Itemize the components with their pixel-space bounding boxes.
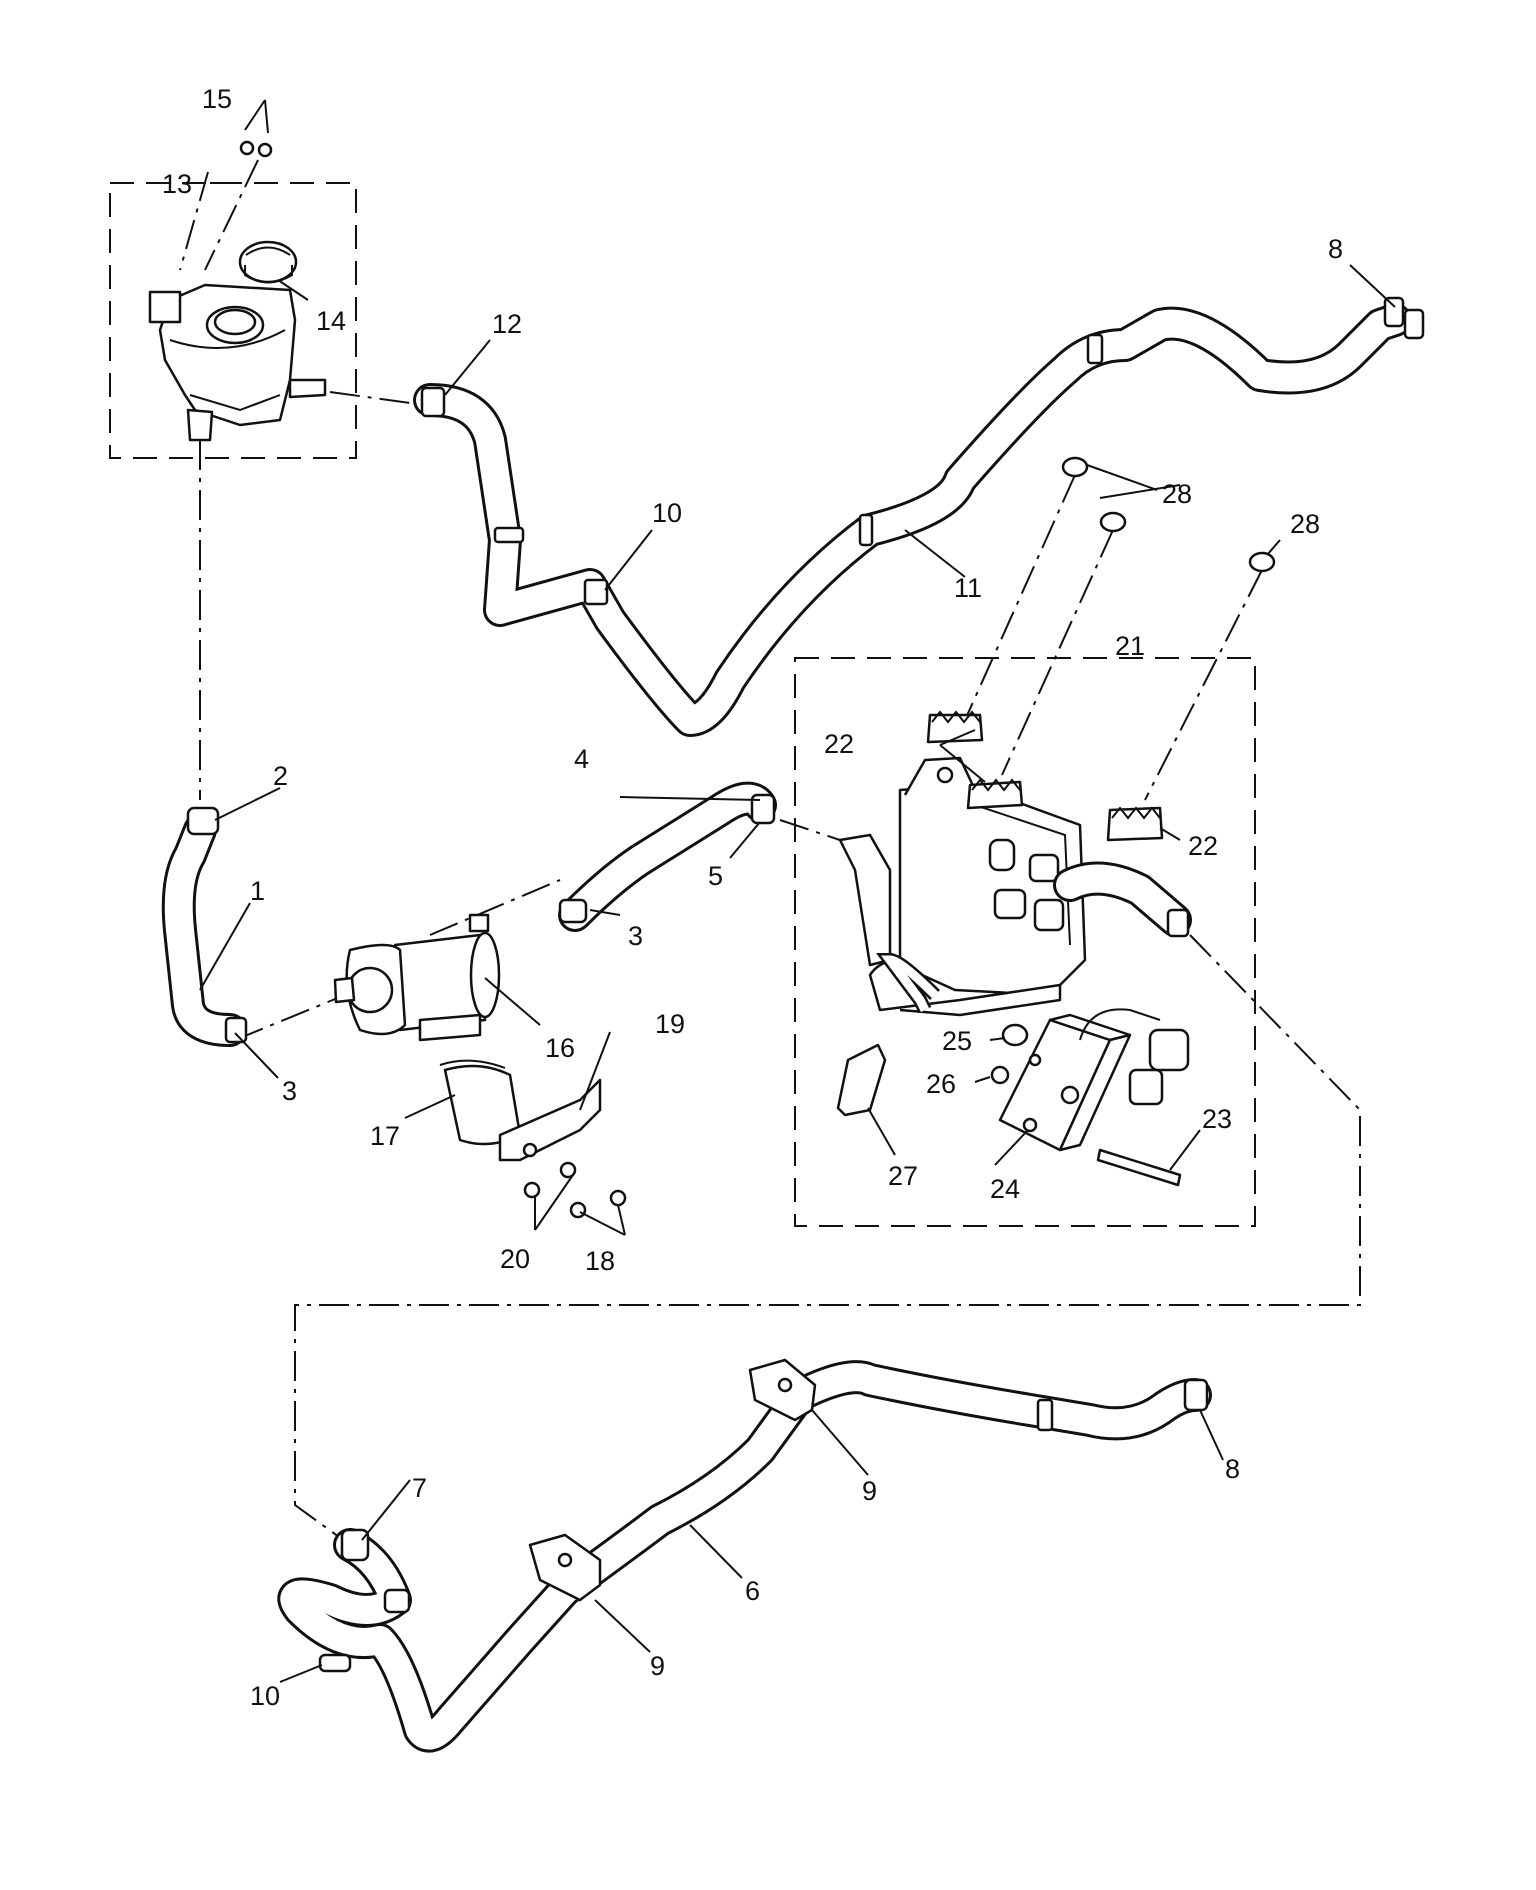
mount-grommets — [926, 710, 1164, 842]
reservoir-cap — [238, 240, 298, 284]
callout-21: 21 — [1115, 631, 1145, 661]
callout-10-upper: 10 — [652, 498, 682, 528]
callout-11: 11 — [954, 573, 982, 603]
callout-10-lower: 10 — [250, 1681, 280, 1711]
heater-valve-body — [838, 756, 1087, 1017]
o-rings — [990, 1023, 1029, 1085]
lower-hose-clamps — [318, 1378, 1209, 1673]
callout-19: 19 — [655, 1009, 685, 1039]
pump-bracket-sleeve — [418, 1013, 522, 1146]
solenoid-valve — [998, 1008, 1190, 1152]
callout-2: 2 — [273, 761, 288, 791]
callout-15: 15 — [202, 84, 232, 114]
hose-1-inner — [164, 816, 244, 1044]
callout-1: 1 — [250, 876, 265, 906]
callout-24: 24 — [990, 1174, 1020, 1204]
pump-bolts — [523, 1161, 627, 1219]
callout-16: 16 — [545, 1033, 575, 1063]
upper-hose-clamps — [420, 296, 1425, 606]
hose-4-clamps — [558, 793, 776, 924]
upper-hose-inner — [416, 306, 1409, 734]
reservoir-nuts — [239, 140, 273, 158]
callout-5: 5 — [708, 861, 723, 891]
heater-outlet-clamp — [1166, 908, 1190, 938]
callout-3-right: 3 — [628, 921, 643, 951]
lower-hose-outer — [277, 1360, 1212, 1753]
heater-bypass-tube-inner — [880, 955, 939, 1013]
callout-22-a: 22 — [824, 729, 854, 759]
heater-outlet-hose-inner — [1056, 864, 1189, 934]
heater-valve-assembly-box — [794, 657, 1256, 1227]
callout-27: 27 — [888, 1161, 918, 1191]
callout-20: 20 — [500, 1244, 530, 1274]
callout-3-left: 3 — [282, 1076, 297, 1106]
callout-18-main: 18 — [585, 1246, 615, 1276]
callout-8-lower: 8 — [1225, 1454, 1240, 1484]
callout-26: 26 — [926, 1069, 956, 1099]
auxiliary-water-pump — [333, 913, 501, 1036]
callout-9-b: 9 — [650, 1651, 665, 1681]
callout-7: 7 — [412, 1473, 427, 1503]
pump-mounting-bracket — [498, 1078, 602, 1162]
connection-lines — [179, 159, 1361, 1546]
valve-pin — [1096, 1148, 1182, 1187]
callout-17-main: 17 — [370, 1121, 400, 1151]
callout-13: 13 — [162, 169, 192, 199]
callout-22-b: 22 — [1188, 831, 1218, 861]
lower-hose-inner — [280, 1363, 1209, 1750]
callout-25: 25 — [942, 1026, 972, 1056]
callout-9-a: 9 — [862, 1476, 877, 1506]
callout-8-upper: 8 — [1328, 234, 1343, 264]
callout-23: 23 — [1202, 1104, 1232, 1134]
callout-14: 14 — [316, 306, 346, 336]
mount-washers — [1061, 456, 1276, 573]
hose-1-clamps — [186, 806, 248, 1044]
callout-28-b: 28 — [1290, 509, 1320, 539]
callout-28-a: 28 — [1162, 479, 1192, 509]
leader-lines — [199, 99, 1396, 1683]
coolant-reservoir — [148, 283, 327, 442]
callout-labels: 15 13 14 12 12 10 11 8 28 28 21 22 22 2 … — [162, 84, 1343, 1711]
valve-clip — [836, 1043, 887, 1117]
hose-support-clips — [528, 1358, 817, 1602]
callout-6: 6 — [745, 1576, 760, 1606]
callout-12-label: 12 — [492, 309, 522, 339]
callout-4: 4 — [574, 744, 589, 774]
